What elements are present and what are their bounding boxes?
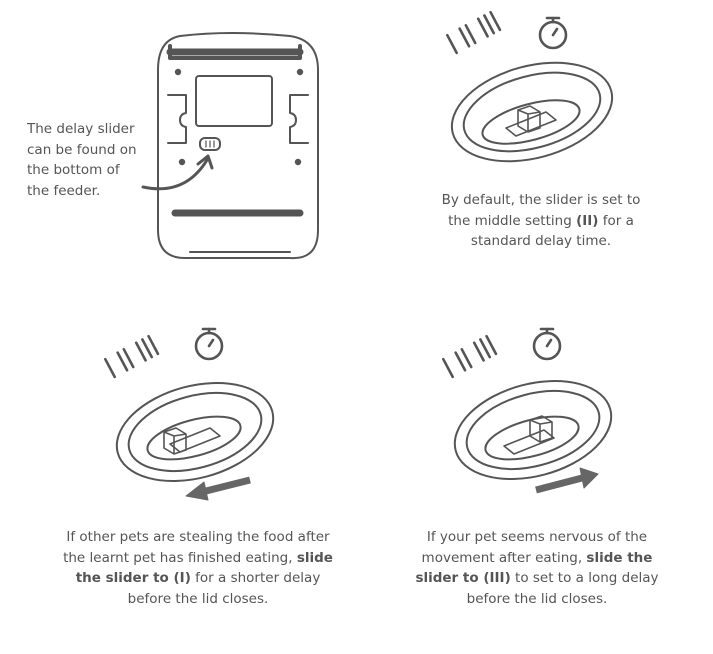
middle-setting-caption: By default, the slider is set to the mid…: [441, 192, 641, 249]
tally-marks: [103, 334, 160, 379]
long-delay-panel: If your pet seems nervous of the movemen…: [400, 320, 713, 620]
feeder-ellipse-outer: [453, 379, 613, 481]
feeder-panel-window: [195, 75, 273, 127]
feeder-ellipse-inner: [465, 390, 601, 470]
feeder-bottom-panel: The delay slider can be found on the bot…: [0, 0, 340, 280]
tally-one-icon: [441, 357, 454, 379]
arrow-left-icon: [185, 476, 251, 501]
tally-two-icon: [458, 27, 471, 48]
tally-three-icon: [472, 341, 485, 362]
tally-three-icon: [476, 17, 489, 38]
tally-one-icon: [103, 357, 116, 379]
short-delay-panel: If other pets are stealing the food afte…: [60, 320, 360, 620]
stopwatch-icon: [538, 16, 568, 50]
tally-one-icon: [445, 33, 458, 55]
feeder-bottom-caption: The delay slider can be found on the bot…: [27, 121, 137, 199]
slider-track-ellipse: [484, 415, 580, 461]
feeder-ellipse-outer: [450, 61, 614, 163]
tally-marks: [441, 334, 498, 379]
short-delay-illustration: [103, 327, 275, 501]
slider-track-ellipse: [481, 99, 581, 145]
feeder-right-clip: [289, 94, 309, 144]
feeder-ellipse-inner: [127, 392, 263, 472]
feeder-ellipse-outer: [115, 381, 275, 483]
long-delay-illustration: [441, 327, 613, 494]
stopwatch-icon: [194, 327, 224, 361]
tally-two-icon: [116, 351, 129, 372]
arrow-right-icon: [535, 467, 599, 494]
slider-knob: [529, 415, 553, 443]
slider-track-ellipse: [146, 415, 242, 461]
tally-marks: [445, 10, 502, 55]
long-delay-caption: If your pet seems nervous of the movemen…: [415, 529, 659, 607]
middle-setting-illustration: [445, 10, 614, 163]
pointer-arrow: [141, 158, 209, 191]
slider-knob: [517, 105, 541, 133]
tally-three-icon: [134, 341, 147, 362]
tally-two-icon: [454, 351, 467, 372]
feeder-ellipse-inner: [462, 71, 602, 153]
delay-slider-marker: [199, 137, 221, 151]
feeder-left-clip: [167, 94, 187, 144]
feeder-outline: [157, 32, 319, 260]
middle-setting-panel: By default, the slider is set to the mid…: [400, 0, 713, 270]
stopwatch-icon: [532, 327, 562, 361]
feeder-bottom-illustration: [141, 32, 319, 260]
slider-knob: [163, 427, 187, 455]
short-delay-caption: If other pets are stealing the food afte…: [63, 529, 333, 607]
